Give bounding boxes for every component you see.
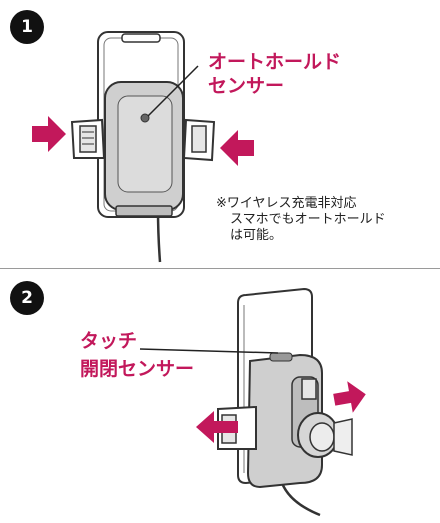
callout-leader-line <box>139 348 279 354</box>
note-line-2: スマホでもオートホールド <box>230 212 386 227</box>
note-line-1: ※ワイヤレス充電非対応 <box>216 196 357 211</box>
callout-line-2: センサー <box>208 75 285 97</box>
note-line-3: は可能。 <box>230 228 283 243</box>
callout-leader-line <box>147 65 199 117</box>
step-1-panel: 1 オートホールド センサー ※ワイヤレス充電非対応 スマホで <box>10 10 386 263</box>
bottom-support <box>115 205 173 217</box>
touch-sensor <box>269 352 293 362</box>
auto-hold-mount-illustration <box>32 31 254 263</box>
left-arm-grip <box>79 125 97 153</box>
cable <box>280 482 321 517</box>
vent-clip <box>333 418 353 456</box>
step-2-badge: 2 <box>10 281 44 315</box>
right-arm-grip <box>191 125 207 153</box>
touch-sensor-mount-illustration <box>139 287 366 517</box>
callout-line-1: タッチ <box>80 330 138 352</box>
callout-line-2: 開閉センサー <box>80 358 195 380</box>
arrow-right-icon <box>333 381 366 413</box>
smartphone-notch <box>121 33 161 43</box>
holder-pad <box>117 95 173 193</box>
touch-sensor-label: タッチ 開閉センサー <box>80 327 194 383</box>
section-divider <box>0 268 440 269</box>
auto-hold-sensor <box>140 113 150 123</box>
step-2-panel: 2 タッチ 開閉センサー <box>0 269 440 523</box>
arrow-left-icon <box>220 130 254 166</box>
auto-hold-sensor-label: オートホールド センサー <box>208 50 341 98</box>
arrow-left-icon <box>196 411 238 443</box>
callout-line-1: オートホールド <box>208 51 342 73</box>
wireless-charging-note: ※ワイヤレス充電非対応 スマホでもオートホールド は可能。 <box>216 196 386 244</box>
step-1-badge: 1 <box>10 10 44 44</box>
arrow-right-icon <box>32 116 66 152</box>
right-arm-grip <box>301 378 317 400</box>
